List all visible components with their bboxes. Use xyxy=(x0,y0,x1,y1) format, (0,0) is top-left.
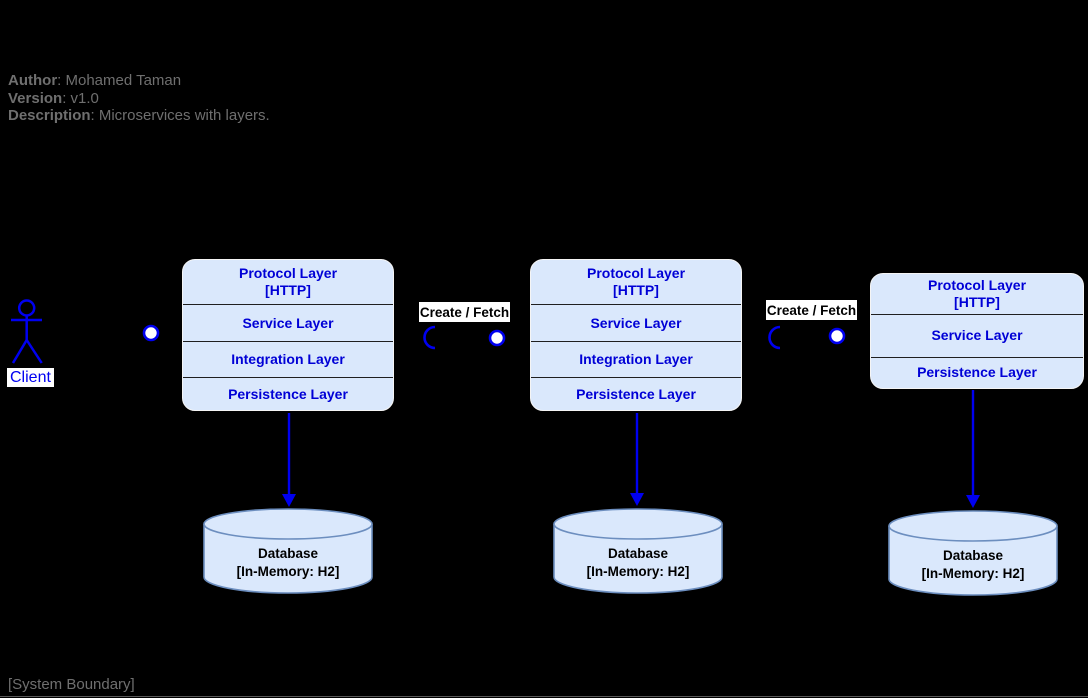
metadata-version-line: Version: v1.0 xyxy=(8,90,270,108)
persistence-layer-row: Persistence Layer xyxy=(871,356,1083,388)
service-layer-row: Service Layer xyxy=(531,304,741,341)
metadata-description-line: Description: Microservices with layers. xyxy=(8,107,270,125)
service-layer-row: Service Layer xyxy=(183,304,393,341)
service-layer-label: Service Layer xyxy=(242,314,334,331)
persistence-layer-row: Persistence Layer xyxy=(183,377,393,410)
database-node-2: Database [In-Memory: H2] xyxy=(552,507,724,595)
database-title: Database xyxy=(607,546,669,561)
persistence-layer-label: Persistence Layer xyxy=(917,364,1037,381)
author-label: Author xyxy=(8,72,58,89)
version-label: Version xyxy=(8,89,63,107)
integration-layer-label: Integration Layer xyxy=(579,351,693,368)
connector-label-create-fetch: Create / Fetch xyxy=(419,302,510,322)
microservice-node-2: Protocol Layer [HTTP] Service Layer Inte… xyxy=(530,259,742,411)
database-node-1: Database [In-Memory: H2] xyxy=(202,507,374,595)
integration-layer-row: Integration Layer xyxy=(531,340,741,378)
provided-interface-ball-icon xyxy=(488,329,506,347)
database-label: Database [In-Memory: H2] xyxy=(202,545,374,581)
service-layer-label: Service Layer xyxy=(590,314,682,331)
protocol-layer-sublabel: [HTTP] xyxy=(954,294,1000,311)
description-value: : Microservices with layers. xyxy=(90,107,270,124)
provided-interface-ball-icon xyxy=(828,327,846,345)
dependency-arrow-icon xyxy=(630,413,644,506)
database-subtitle: [In-Memory: H2] xyxy=(586,564,690,579)
integration-layer-label: Integration Layer xyxy=(231,351,345,368)
microservice-node-3: Protocol Layer [HTTP] Service Layer Pers… xyxy=(870,273,1084,389)
protocol-layer-row: Protocol Layer [HTTP] xyxy=(531,260,741,304)
protocol-layer-row: Protocol Layer [HTTP] xyxy=(871,274,1083,314)
connector-label-create-fetch: Create / Fetch xyxy=(766,300,857,320)
system-boundary-label: [System Boundary] xyxy=(8,676,135,693)
persistence-layer-row: Persistence Layer xyxy=(531,377,741,410)
protocol-layer-sublabel: [HTTP] xyxy=(613,282,659,299)
database-title: Database xyxy=(257,546,319,561)
dependency-arrow-icon xyxy=(966,390,980,508)
protocol-layer-sublabel: [HTTP] xyxy=(265,282,311,299)
database-subtitle: [In-Memory: H2] xyxy=(236,564,340,579)
protocol-layer-label: Protocol Layer xyxy=(586,265,686,282)
client-actor-label: Client xyxy=(7,368,54,387)
required-interface-socket-icon xyxy=(768,325,781,350)
required-interface-socket-icon xyxy=(423,325,436,350)
client-actor-icon xyxy=(11,299,43,364)
database-cylinder-icon xyxy=(203,508,373,594)
database-node-3: Database [In-Memory: H2] xyxy=(887,509,1059,597)
provided-interface-ball-icon xyxy=(142,324,160,342)
database-title: Database xyxy=(942,548,1004,563)
dependency-arrow-icon xyxy=(282,413,296,507)
database-label: Database [In-Memory: H2] xyxy=(887,547,1059,583)
metadata-author-line: Author: Mohamed Taman xyxy=(8,72,270,90)
system-boundary-border xyxy=(0,696,1088,697)
integration-layer-row: Integration Layer xyxy=(183,340,393,378)
database-subtitle: [In-Memory: H2] xyxy=(921,566,1025,581)
protocol-layer-label: Protocol Layer xyxy=(238,265,338,282)
persistence-layer-label: Persistence Layer xyxy=(576,385,696,402)
persistence-layer-label: Persistence Layer xyxy=(228,385,348,402)
database-label: Database [In-Memory: H2] xyxy=(552,545,724,581)
description-label: Description xyxy=(8,107,91,124)
protocol-layer-row: Protocol Layer [HTTP] xyxy=(183,260,393,304)
service-layer-row: Service Layer xyxy=(871,314,1083,356)
author-value: : Mohamed Taman xyxy=(57,72,182,89)
database-cylinder-icon xyxy=(553,508,723,594)
microservice-node-1: Protocol Layer [HTTP] Service Layer Inte… xyxy=(182,259,394,411)
version-value: : v1.0 xyxy=(62,89,99,107)
diagram-metadata: Author: Mohamed Taman Version: v1.0 Desc… xyxy=(8,72,270,125)
database-cylinder-icon xyxy=(888,510,1058,596)
service-layer-label: Service Layer xyxy=(931,327,1023,344)
protocol-layer-label: Protocol Layer xyxy=(927,277,1027,294)
